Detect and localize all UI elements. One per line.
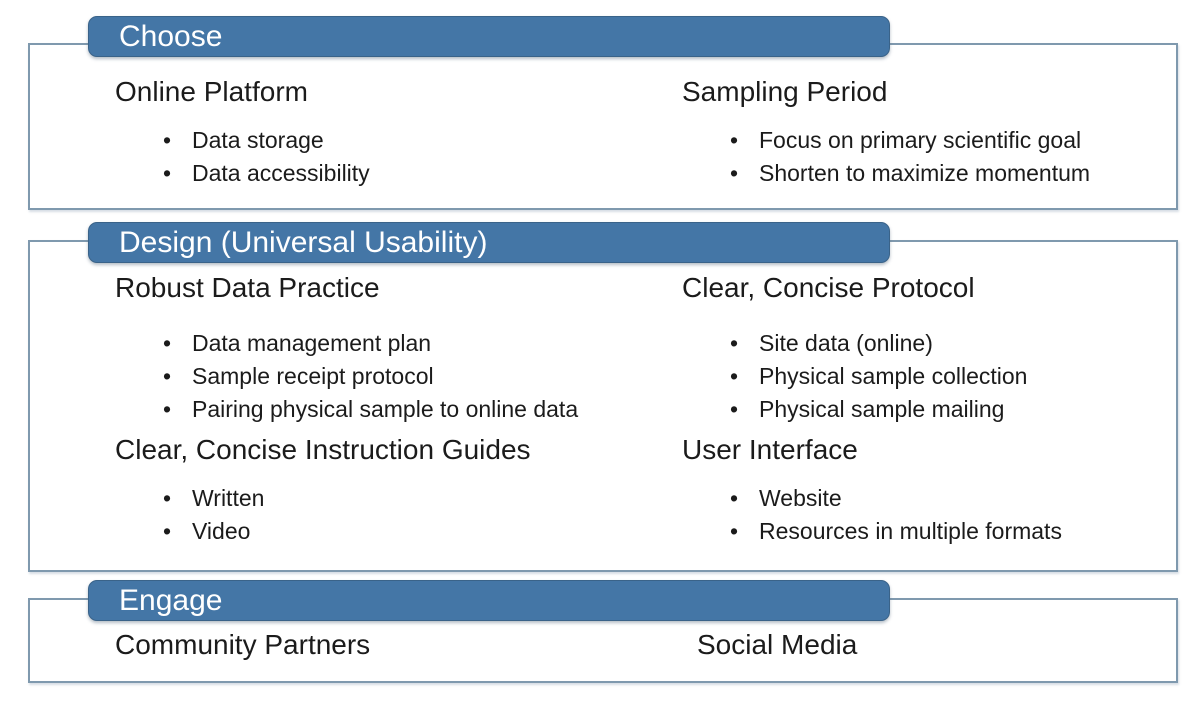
bullet-list-online-platform: • Data storage • Data accessibility [163,124,370,190]
heading-social-media: Social Media [697,629,858,660]
bullet-text: Physical sample collection [759,363,1028,389]
bullet-icon: • [163,363,172,389]
bullet-list-clear-concise-protocol: • Site data (online) • Physical sample c… [730,327,1027,426]
bullet-item: • Physical sample collection [730,360,1027,393]
bullet-item: • Pairing physical sample to online data [163,393,578,426]
heading-sampling-period: Sampling Period [682,76,888,107]
bullet-list-instruction-guides: • Written • Video [163,482,264,548]
bullet-icon: • [163,485,172,511]
bullet-item: • Focus on primary scientific goal [730,124,1090,157]
heading-community-partners: Community Partners [115,629,371,660]
bullet-text: Data accessibility [192,160,370,186]
section-choose-panel [28,43,1178,210]
heading-clear-concise-protocol: Clear, Concise Protocol [682,272,975,303]
bullet-icon: • [163,518,172,544]
heading-online-platform: Online Platform [115,76,308,107]
bullet-icon: • [730,518,739,544]
bullet-item: • Data storage [163,124,370,157]
bullet-text: Data management plan [192,330,432,356]
bullet-icon: • [730,160,739,186]
bullet-text: Pairing physical sample to online data [192,396,579,422]
bullet-icon: • [163,160,172,186]
bullet-list-robust-data-practice: • Data management plan • Sample receipt … [163,327,578,426]
bullet-item: • Shorten to maximize momentum [730,157,1090,190]
bullet-item: • Physical sample mailing [730,393,1027,426]
bullet-text: Sample receipt protocol [192,363,434,389]
section-design-title: Design (Universal Usability) [119,225,488,259]
bullet-list-sampling-period: • Focus on primary scientific goal • Sho… [730,124,1090,190]
bullet-icon: • [730,127,739,153]
bullet-icon: • [730,485,739,511]
heading-robust-data-practice: Robust Data Practice [115,272,380,303]
bullet-item: • Site data (online) [730,327,1027,360]
bullet-icon: • [730,363,739,389]
bullet-text: Video [192,518,251,544]
bullet-text: Resources in multiple formats [759,518,1062,544]
bullet-item: • Sample receipt protocol [163,360,578,393]
bullet-text: Site data (online) [759,330,933,356]
section-design-panel [28,240,1178,572]
section-engage-title: Engage [119,583,223,617]
bullet-icon: • [163,330,172,356]
bullet-item: • Data management plan [163,327,578,360]
section-choose-title: Choose [119,19,223,53]
section-engage-header-bar: Engage [88,580,890,621]
bullet-icon: • [163,127,172,153]
bullet-text: Data storage [192,127,324,153]
heading-instruction-guides: Clear, Concise Instruction Guides [115,434,531,465]
bullet-item: • Written [163,482,264,515]
bullet-list-user-interface: • Website • Resources in multiple format… [730,482,1062,548]
section-choose-header-bar: Choose [88,16,890,57]
bullet-item: • Resources in multiple formats [730,515,1062,548]
heading-user-interface: User Interface [682,434,858,465]
bullet-item: • Website [730,482,1062,515]
bullet-text: Written [192,485,265,511]
bullet-item: • Video [163,515,264,548]
bullet-icon: • [730,396,739,422]
bullet-text: Focus on primary scientific goal [759,127,1082,153]
section-design-header-bar: Design (Universal Usability) [88,222,890,263]
bullet-icon: • [730,330,739,356]
bullet-text: Shorten to maximize momentum [759,160,1091,186]
bullet-icon: • [163,396,172,422]
bullet-text: Physical sample mailing [759,396,1005,422]
bullet-text: Website [759,485,842,511]
bullet-item: • Data accessibility [163,157,370,190]
